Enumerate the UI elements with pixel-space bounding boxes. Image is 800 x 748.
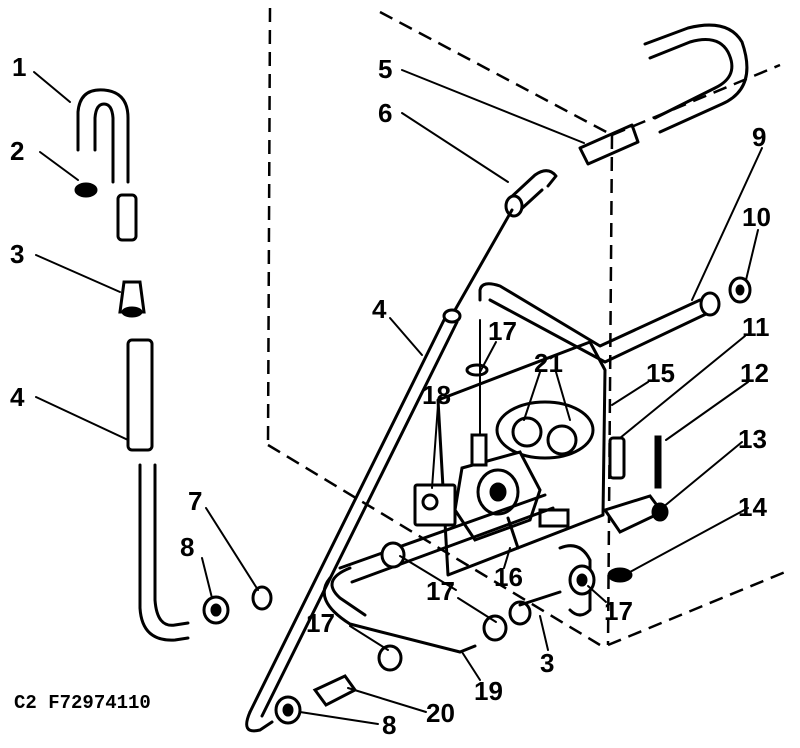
- callout-16: 16: [494, 562, 523, 592]
- right-components: [602, 435, 669, 583]
- callout-4-middle: 4: [372, 294, 387, 324]
- callout-13: 13: [738, 424, 767, 454]
- callout-10: 10: [742, 202, 771, 232]
- callout-3: 3: [10, 239, 24, 269]
- callout-3-bottom: 3: [540, 648, 554, 678]
- callout-18: 18: [422, 380, 451, 410]
- callout-20: 20: [426, 698, 455, 728]
- callout-2: 2: [10, 136, 24, 166]
- callout-6: 6: [378, 98, 392, 128]
- valve-assembly: [413, 319, 607, 577]
- callout-8-bottom: 8: [382, 710, 396, 740]
- cabinet-outline: [266, 7, 791, 647]
- callout-7: 7: [188, 486, 202, 516]
- callout-8: 8: [180, 532, 194, 562]
- long-hose: [245, 208, 514, 733]
- leader-lines: [33, 69, 763, 725]
- callout-15: 15: [646, 358, 675, 388]
- callout-11: 11: [742, 312, 770, 342]
- callout-19: 19: [474, 676, 503, 706]
- diagram-code: C2 F72974110: [14, 692, 151, 714]
- callout-4: 4: [10, 382, 25, 412]
- callout-9: 9: [752, 122, 766, 152]
- callout-5: 5: [378, 54, 392, 84]
- callout-17-right: 17: [604, 596, 633, 626]
- bottom-hose-assembly: [274, 493, 596, 725]
- callout-17-left: 17: [306, 608, 335, 638]
- callout-14: 14: [738, 492, 767, 522]
- callout-21: 21: [534, 348, 563, 378]
- callout-labels: 1 2 3 4 5 6 4 7 8 9 10 11 12 13 14 15 16…: [10, 52, 771, 740]
- callout-17-middle: 17: [426, 576, 455, 606]
- top-hose-assembly: [478, 23, 752, 364]
- callout-17-top: 17: [488, 316, 517, 346]
- callout-12: 12: [740, 358, 769, 388]
- callout-1: 1: [12, 52, 26, 82]
- left-hose-assembly: [74, 88, 273, 642]
